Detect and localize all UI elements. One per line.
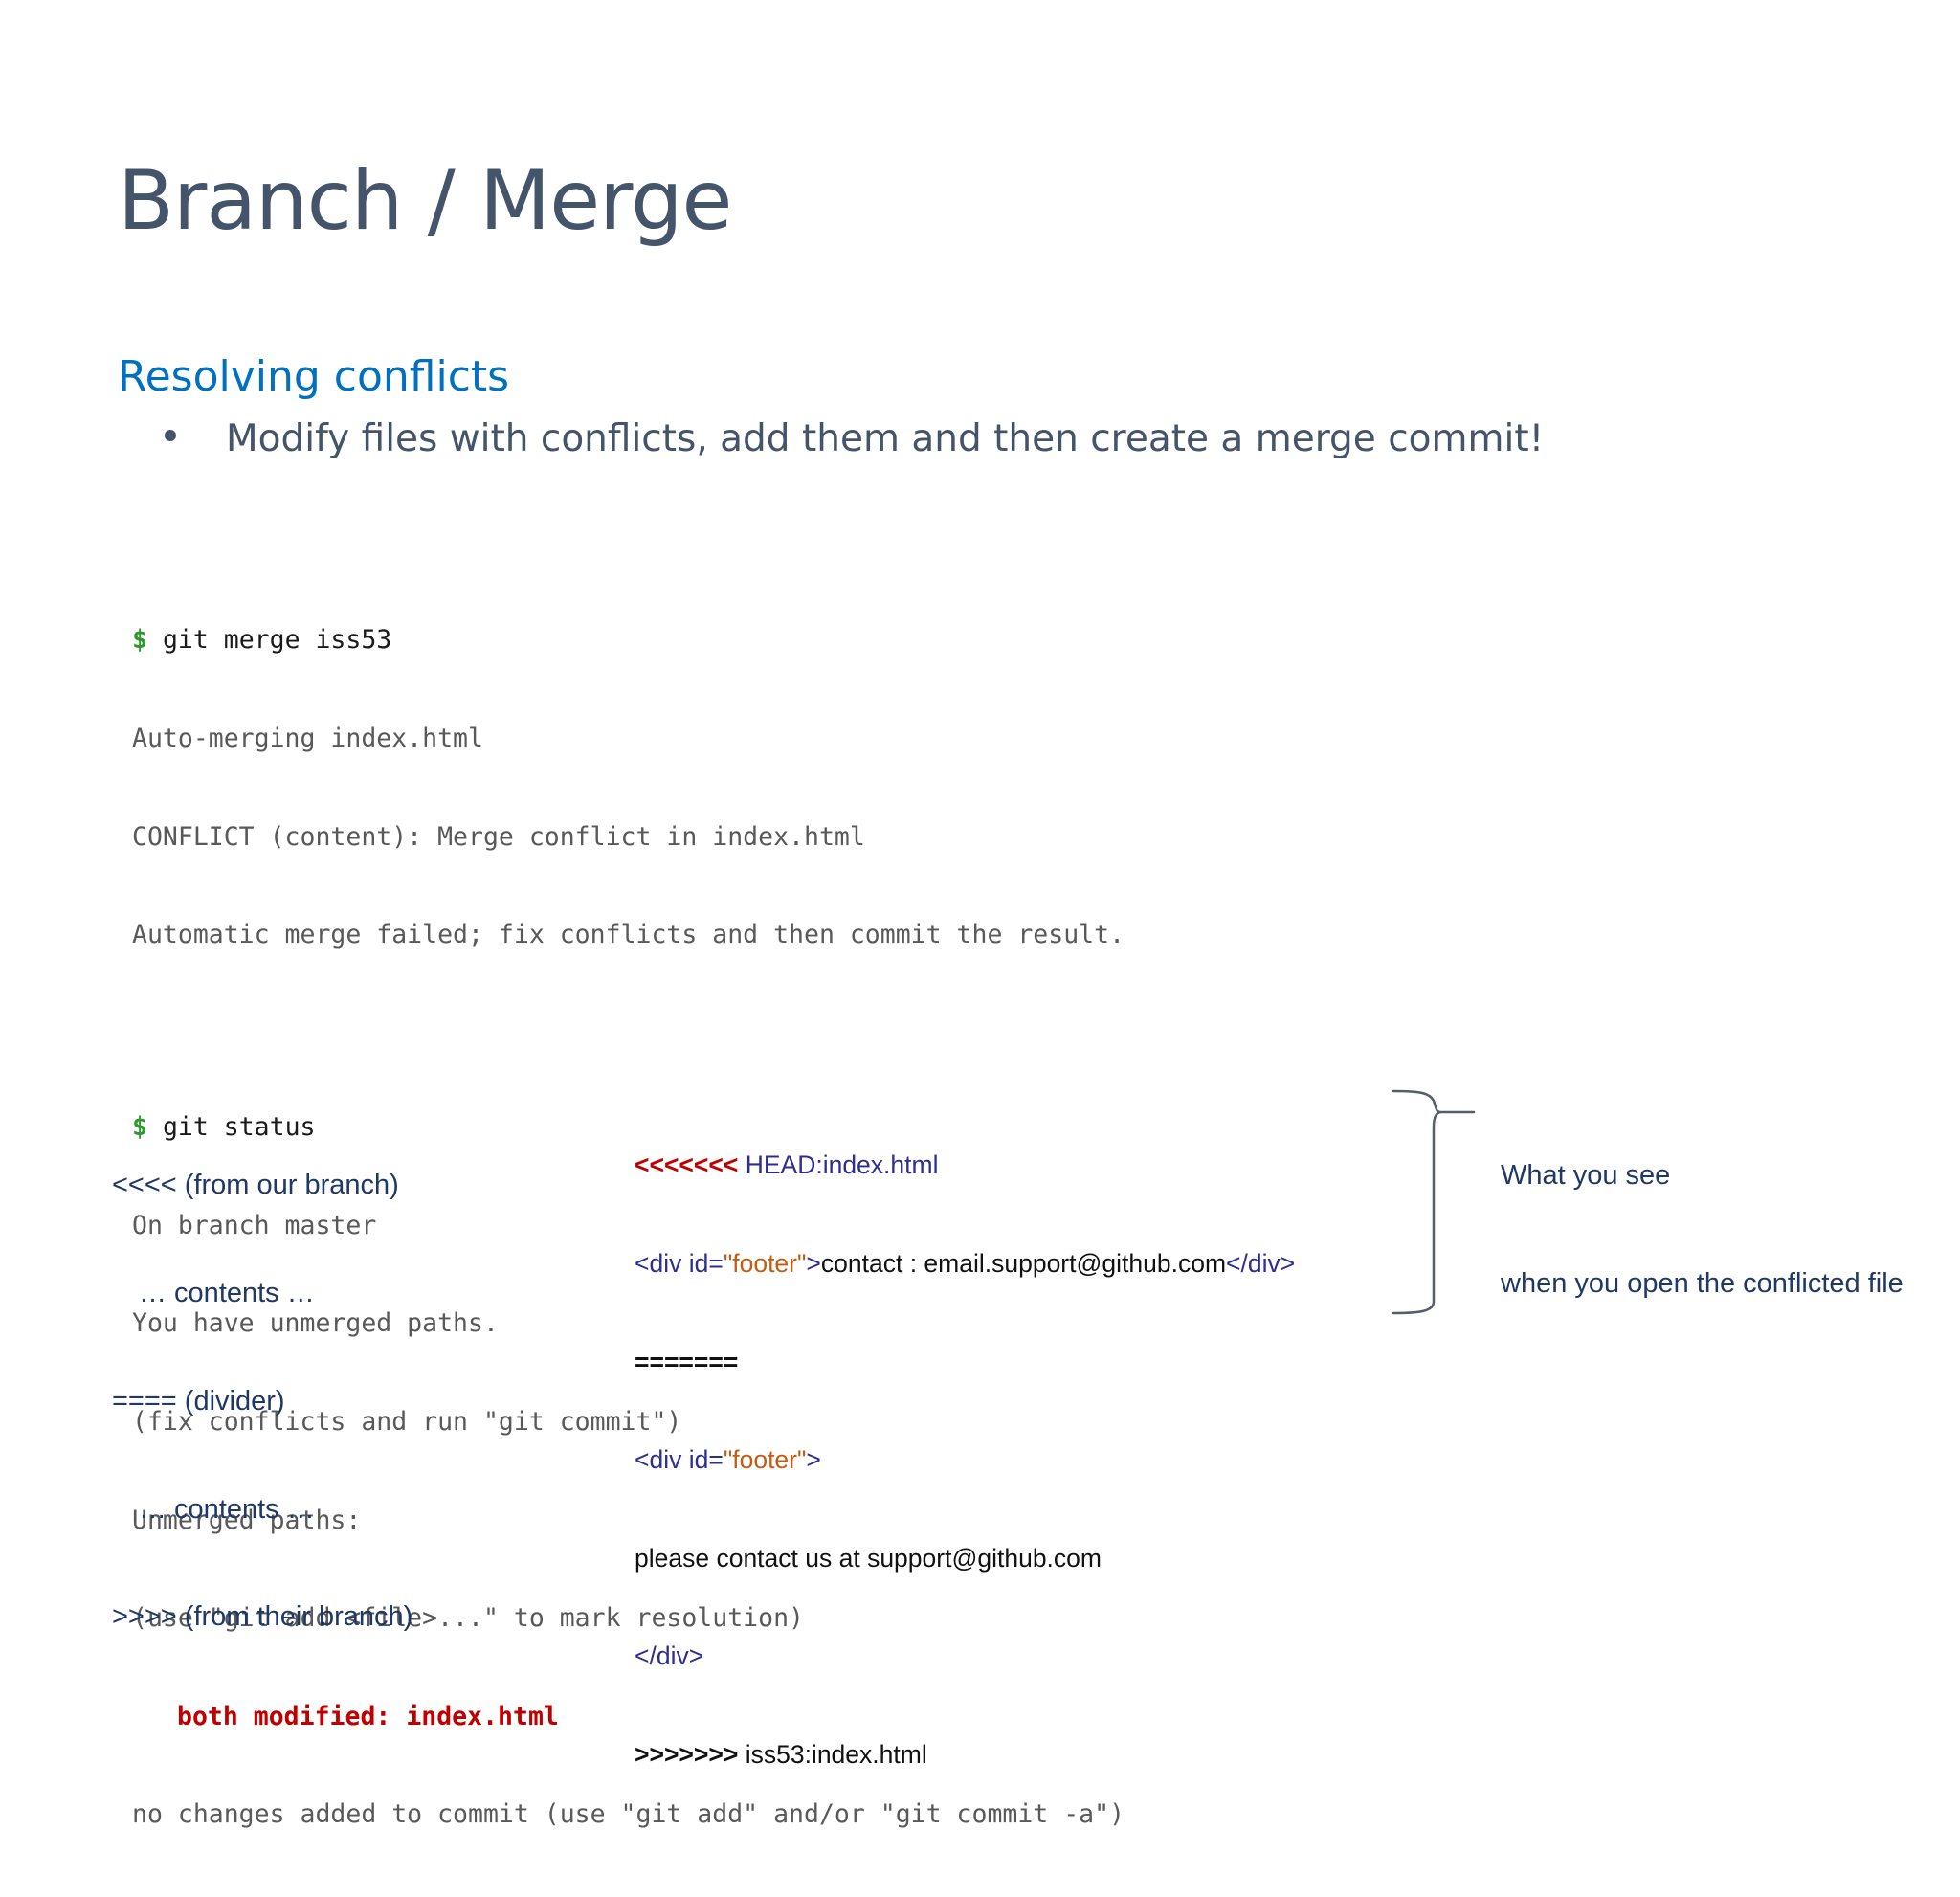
curly-brace-icon (1392, 1089, 1476, 1315)
tail-marker-line: >>>>>>> iss53:index.html (635, 1738, 1295, 1771)
terminal-output-line: (fix conflicts and run "git commit") (132, 1406, 682, 1437)
terminal-output-line: On branch master (132, 1210, 377, 1240)
slide-title: Branch / Merge (118, 153, 732, 249)
annotation-note: What you see when you open the conflicte… (1501, 1086, 1904, 1374)
legend-line: <<<< (from our branch) (112, 1170, 399, 1201)
theirs-close-tag-line: </div> (635, 1641, 704, 1671)
slide: Branch / Merge Resolving conflicts Modif… (112, 153, 1904, 1829)
head-marker-line: <<<<<<< HEAD:index.html (635, 1149, 1295, 1181)
legend-line: >>>> (from their branch) (112, 1601, 413, 1633)
terminal-command: git merge iss53 (162, 625, 392, 656)
note-line: What you see (1501, 1160, 1671, 1192)
terminal-command: git status (162, 1112, 316, 1143)
terminal-output-line: Auto-merging index.html (132, 724, 483, 753)
tail-marker: >>>>>>> (635, 1740, 739, 1770)
terminal-output-line: You have unmerged paths. (132, 1308, 499, 1339)
note-line: when you open the conflicted file (1501, 1267, 1904, 1299)
legend-line: … contents … (139, 1277, 315, 1308)
head-ref: HEAD:index.html (738, 1150, 939, 1180)
tail-ref: iss53:index.html (738, 1740, 927, 1770)
theirs-open-tag-line: <div id="footer"> (635, 1445, 821, 1475)
bullet-item: Modify files with conflicts, add them an… (165, 417, 1544, 460)
head-marker: <<<<<<< (635, 1150, 739, 1180)
terminal-output-line: Automatic merge failed; fix conflicts an… (132, 920, 1125, 950)
section-subtitle: Resolving conflicts (118, 352, 510, 401)
prompt-symbol: $ (132, 1112, 147, 1143)
bullet-text: Modify files with conflicts, add them an… (226, 417, 1545, 460)
conflict-marker-legend: <<<< (from our branch) … contents … ====… (112, 1096, 412, 1707)
terminal-command-line: $ git merge iss53 (132, 624, 1125, 657)
divider-marker: ======= (635, 1347, 739, 1376)
bullet-dot-icon (165, 429, 176, 441)
conflicted-file-example: <<<<<<< HEAD:index.html <div id="footer"… (635, 1083, 1295, 1837)
terminal-command-line: $ git status (132, 1111, 1125, 1144)
theirs-content-line: please contact us at support@github.com (635, 1543, 1102, 1573)
prompt-symbol: $ (132, 625, 147, 656)
legend-line: ==== (divider) (112, 1385, 285, 1417)
legend-line: … contents … (139, 1493, 315, 1525)
terminal-output-line: CONFLICT (content): Merge conflict in in… (132, 821, 865, 852)
ours-content-line: <div id="footer">contact : email.support… (635, 1249, 1296, 1279)
